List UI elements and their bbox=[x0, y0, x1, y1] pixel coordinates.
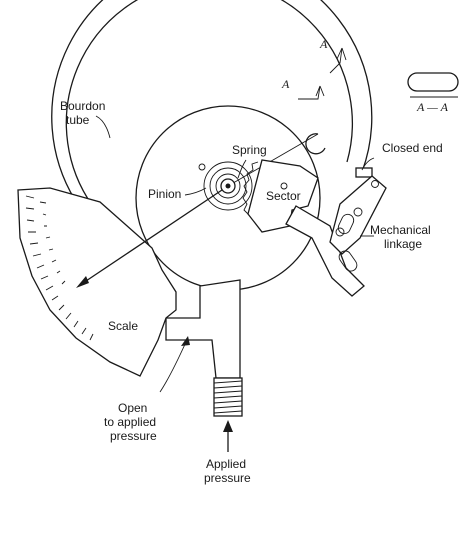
open-leader bbox=[159, 341, 187, 393]
closed-end-leader bbox=[361, 157, 375, 171]
closed-end-label: Closed end bbox=[382, 141, 443, 155]
bourdon-tube-label-2: tube bbox=[66, 113, 90, 127]
open-label-2: to applied bbox=[104, 415, 156, 429]
open-label-1: Open bbox=[118, 401, 147, 415]
section-a-mid-label: A bbox=[281, 77, 290, 91]
spring bbox=[198, 161, 253, 211]
pinion-label: Pinion bbox=[148, 187, 181, 201]
section-a-marks: A A bbox=[281, 37, 347, 100]
pinion-leader bbox=[184, 187, 207, 196]
spring-leader bbox=[237, 159, 247, 179]
mechanical-linkage-label-1: Mechanical bbox=[370, 223, 431, 237]
scale-ticks bbox=[25, 195, 94, 341]
socket-stem bbox=[165, 279, 241, 379]
spring-label: Spring bbox=[232, 143, 267, 157]
sector-gear bbox=[242, 159, 319, 233]
section-aa-label: A — A bbox=[416, 100, 449, 114]
scale-label: Scale bbox=[108, 319, 138, 333]
bourdon-tube-label-1: Bourdon bbox=[60, 99, 105, 113]
scale-sector: Scale bbox=[17, 187, 177, 377]
bourdon-leader bbox=[95, 115, 111, 139]
bourdon-tube bbox=[51, 0, 373, 206]
pinion bbox=[220, 178, 236, 194]
threaded-inlet bbox=[213, 377, 243, 417]
sector-label: Sector bbox=[266, 189, 301, 203]
applied-label-1: Applied bbox=[206, 457, 246, 471]
cross-section-aa: A — A bbox=[407, 72, 459, 114]
mechanical-linkage bbox=[285, 175, 387, 297]
mechanical-linkage-label-2: linkage bbox=[384, 237, 422, 251]
applied-pressure-arrow bbox=[223, 420, 233, 452]
closed-end-cap bbox=[355, 167, 373, 178]
applied-label-2: pressure bbox=[204, 471, 251, 485]
open-label-3: pressure bbox=[110, 429, 157, 443]
closed-end-hook bbox=[305, 133, 326, 155]
pointer-needle bbox=[76, 133, 326, 288]
section-a-top-label: A bbox=[319, 37, 328, 51]
leader-lines bbox=[95, 115, 375, 393]
